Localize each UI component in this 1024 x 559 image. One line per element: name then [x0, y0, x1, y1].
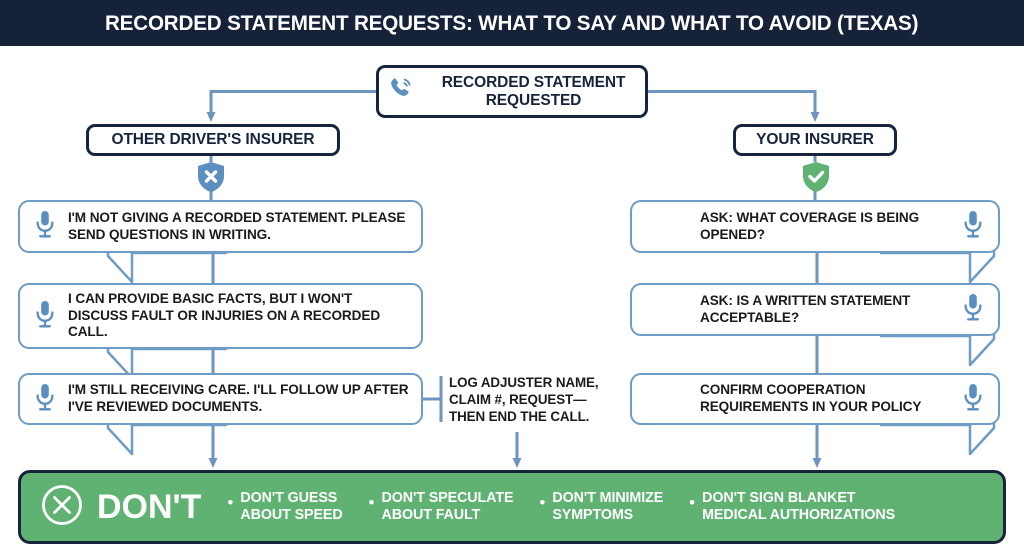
- microphone-icon: [34, 299, 56, 334]
- speech-bubble-right-1-text: ASK: WHAT COVERAGE IS BEING OPENED?: [700, 209, 920, 242]
- dont-item-text: DON'T SIGN BLANKET MEDICAL AUTHORIZATION…: [702, 489, 896, 523]
- dont-item: • DON'T MINIMIZE SYMPTOMS: [539, 490, 663, 524]
- bullet-icon: •: [689, 492, 696, 512]
- node-other-label: OTHER DRIVER'S INSURER: [111, 131, 315, 149]
- speech-bubble-left-3[interactable]: I'M STILL RECEIVING CARE. I'LL FOLLOW UP…: [18, 373, 423, 456]
- speech-bubble-left-1[interactable]: I'M NOT GIVING A RECORDED STATEMENT. PLE…: [18, 200, 423, 284]
- bullet-icon: •: [227, 492, 234, 512]
- bullet-icon: •: [539, 492, 546, 512]
- shield-check-icon: [801, 161, 831, 198]
- microphone-icon: [34, 209, 56, 244]
- dont-footer-bar: DON'T • DON'T GUESS ABOUT SPEED • DON'T …: [18, 470, 1006, 544]
- speech-bubble-left-2[interactable]: I CAN PROVIDE BASIC FACTS, BUT I WON'T D…: [18, 283, 423, 380]
- node-recorded-statement-requested[interactable]: RECORDED STATEMENT REQUESTED: [376, 65, 648, 118]
- microphone-icon: [962, 382, 984, 417]
- dont-brand: DON'T: [41, 484, 201, 531]
- dont-item-text: DON'T MINIMIZE SYMPTOMS: [552, 489, 664, 523]
- dont-item-text: DON'T SPECULATE ABOUT FAULT: [381, 489, 514, 523]
- dont-item: • DON'T SIGN BLANKET MEDICAL AUTHORIZATI…: [689, 490, 895, 524]
- dont-items-list: • DON'T GUESS ABOUT SPEED • DON'T SPECUL…: [227, 490, 1003, 524]
- speech-bubble-right-2[interactable]: ASK: IS A WRITTEN STATEMENT ACCEPTABLE?: [630, 283, 1000, 367]
- phone-ring-icon: [387, 76, 413, 107]
- speech-bubble-left-2-text: I CAN PROVIDE BASIC FACTS, BUT I WON'T D…: [68, 291, 381, 340]
- node-other-drivers-insurer[interactable]: OTHER DRIVER'S INSURER: [86, 124, 340, 156]
- node-root-label: RECORDED STATEMENT REQUESTED: [441, 74, 626, 109]
- speech-bubble-right-3[interactable]: CONFIRM COOPERATION REQUIREMENTS IN YOUR…: [630, 373, 1000, 456]
- page-header: RECORDED STATEMENT REQUESTS: WHAT TO SAY…: [0, 0, 1024, 46]
- speech-bubble-right-3-body: CONFIRM COOPERATION REQUIREMENTS IN YOUR…: [630, 373, 1000, 425]
- dont-item: • DON'T SPECULATE ABOUT FAULT: [369, 490, 514, 524]
- node-your-label: YOUR INSURER: [756, 131, 874, 149]
- shield-x-icon: [196, 161, 226, 198]
- microphone-icon: [962, 209, 984, 244]
- dont-label: DON'T: [97, 487, 202, 526]
- speech-bubble-right-2-text: ASK: IS A WRITTEN STATEMENT ACCEPTABLE?: [700, 292, 911, 325]
- microphone-icon: [962, 292, 984, 327]
- speech-bubble-right-2-body: ASK: IS A WRITTEN STATEMENT ACCEPTABLE?: [630, 283, 1000, 336]
- speech-bubble-left-1-body: I'M NOT GIVING A RECORDED STATEMENT. PLE…: [18, 200, 423, 253]
- page-title: RECORDED STATEMENT REQUESTS: WHAT TO SAY…: [105, 10, 919, 35]
- speech-bubble-right-1[interactable]: ASK: WHAT COVERAGE IS BEING OPENED?: [630, 200, 1000, 284]
- bullet-icon: •: [368, 492, 375, 512]
- speech-bubble-left-3-body: I'M STILL RECEIVING CARE. I'LL FOLLOW UP…: [18, 373, 423, 425]
- speech-bubble-left-3-text: I'M STILL RECEIVING CARE. I'LL FOLLOW UP…: [68, 382, 409, 414]
- note-log-adjuster: LOG ADJUSTER NAME, CLAIM #, REQUEST— THE…: [449, 375, 599, 424]
- microphone-icon: [34, 382, 56, 417]
- circle-x-icon: [41, 484, 83, 531]
- dont-item: • DON'T GUESS ABOUT SPEED: [227, 490, 342, 524]
- speech-bubble-left-1-text: I'M NOT GIVING A RECORDED STATEMENT. PLE…: [68, 209, 406, 242]
- speech-bubble-left-2-body: I CAN PROVIDE BASIC FACTS, BUT I WON'T D…: [18, 283, 423, 349]
- node-your-insurer[interactable]: YOUR INSURER: [733, 124, 897, 156]
- speech-bubble-right-1-body: ASK: WHAT COVERAGE IS BEING OPENED?: [630, 200, 1000, 253]
- speech-bubble-right-3-text: CONFIRM COOPERATION REQUIREMENTS IN YOUR…: [700, 382, 922, 414]
- dont-item-text: DON'T GUESS ABOUT SPEED: [240, 489, 343, 523]
